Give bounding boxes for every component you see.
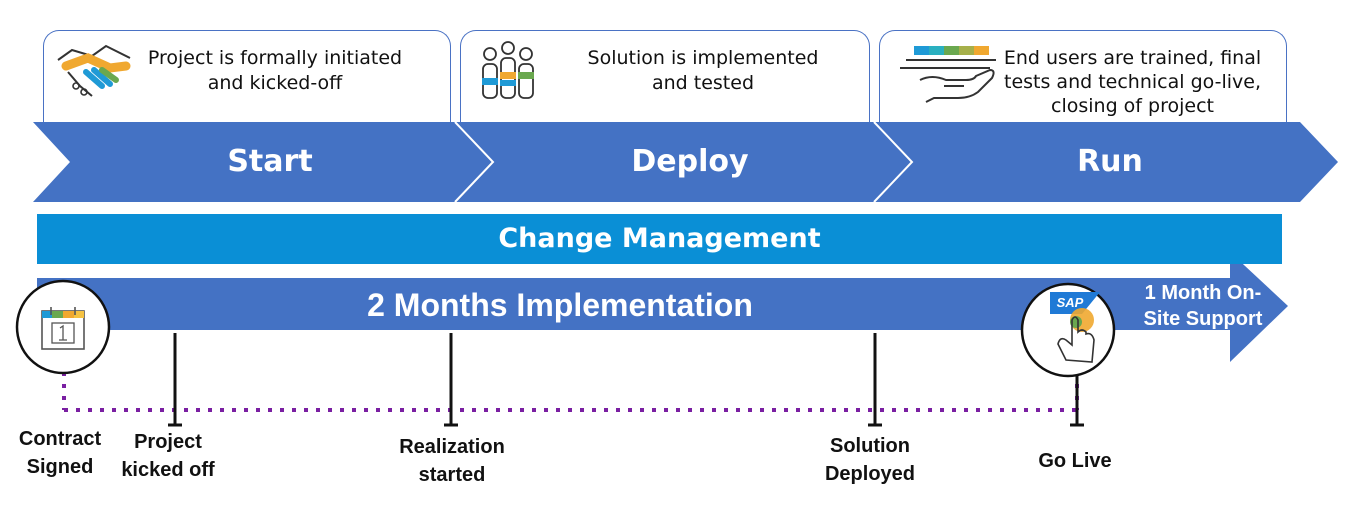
milestone-line: Project [134,431,202,453]
phase-description-deploy: Solution is implemented and tested [587,47,819,94]
milestone-line: Solution [830,435,910,457]
milestone-line: Contract [18,428,102,450]
phase-description-run: End users are trained, final tests and t… [1003,47,1262,117]
milestone-line: Signed [26,456,94,478]
phase-arrow-run [874,122,1338,202]
support-label-line2: Site Support [1143,308,1263,330]
milestone-line: started [418,464,486,486]
sap-logo-text: SAP [1056,295,1084,310]
change-management-bar [37,214,1282,264]
support-label-line1: 1 Month On- [1144,282,1262,304]
milestone-project-kicked-off: Project kicked off [108,428,228,484]
milestone-line: Realization [399,436,505,458]
milestone-realization-started: Realization started [382,433,522,489]
phase-label-start: Start [227,144,313,179]
milestone-contract-signed: Contract Signed [4,425,116,481]
phase-arrow-deploy [455,122,912,202]
milestone-go-live: Go Live [1015,447,1135,475]
change-management-label: Change Management [498,223,821,254]
phase-arrow-start [33,122,493,202]
milestone-line: Deployed [824,463,916,485]
milestone-line: Go Live [1038,450,1112,472]
hand-serving-tray-icon [900,46,996,103]
phase-description-start: Project is formally initiated and kicked… [147,47,403,94]
milestone-line: kicked off [121,459,215,481]
implementation-label: 2 Months Implementation [367,287,753,323]
milestone-solution-deployed: Solution Deployed [805,432,935,488]
phase-box-run [879,30,1287,125]
team-icon [482,41,534,99]
support-label: 1 Month On- Site Support [1118,280,1288,340]
support-arrow [1230,252,1288,362]
calendar-icon [15,279,111,375]
sap-touch-icon [1020,282,1116,378]
handshake-icon [57,44,131,97]
phase-label-deploy: Deploy [631,144,749,179]
phase-label-run: Run [1077,144,1143,179]
